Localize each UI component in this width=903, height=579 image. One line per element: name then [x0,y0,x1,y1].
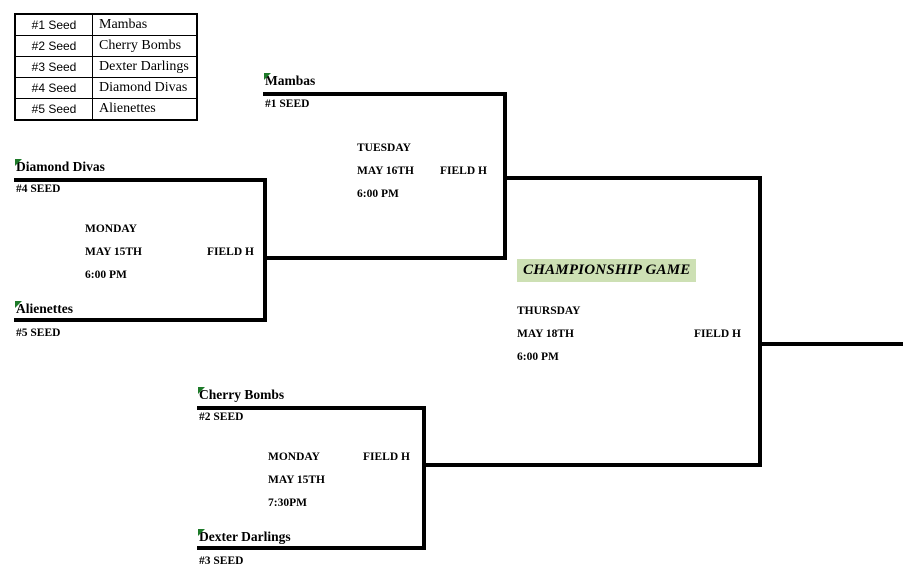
game1-date: MAY 15TH [85,246,142,258]
game2-time-row: 7:30PM [268,492,325,515]
game2-date-row: MAY 15TH [268,469,325,492]
game2-time: 7:30PM [268,497,307,509]
game3-time: 6:00 PM [357,188,399,200]
team-name: Dexter Darlings [199,529,291,544]
championship-day-row: THURSDAY [517,300,580,323]
game1-time: 6:00 PM [85,269,127,281]
bracket-line-game2-top [197,406,426,410]
game2-info: MONDAY MAY 15TH 7:30PM [268,446,325,515]
championship-time-row: 6:00 PM [517,346,580,369]
championship-info: THURSDAY MAY 18TH 6:00 PM [517,300,580,369]
slot-dexter-darlings: Dexter Darlings [198,529,291,545]
comment-tag-icon [198,387,205,394]
slot-mambas: Mambas [264,73,316,89]
game2-field: FIELD H [363,451,410,463]
seed-team-cell: Cherry Bombs [92,35,198,57]
team-name: Alienettes [16,301,73,316]
seed-label-diamond-divas: #4 SEED [16,183,61,195]
game3-date-row: MAY 16TH [357,160,414,183]
bracket-line-game3-top [263,92,507,96]
game2-day-row: MONDAY [268,446,325,469]
game1-info: MONDAY MAY 15TH 6:00 PM [85,218,142,287]
seed-team-cell: Dexter Darlings [92,56,198,78]
table-row: #2 Seed Cherry Bombs [14,35,198,57]
game3-day-row: TUESDAY [357,137,414,160]
game3-day: TUESDAY [357,142,411,154]
game1-time-row: 6:00 PM [85,264,142,287]
bracket-line-game1-right [263,178,267,322]
game1-field: FIELD H [207,246,254,258]
bracket-line-final-right [758,176,762,467]
seed-number-cell: #2 Seed [14,35,93,57]
game3-field: FIELD H [440,165,487,177]
game1-day: MONDAY [85,223,137,235]
team-name: Mambas [265,73,316,88]
seed-label-dexter-darlings: #3 SEED [199,555,244,567]
bracket-line-final-top [503,176,762,180]
championship-date-row: MAY 18TH [517,323,580,346]
seed-legend-table: #1 Seed Mambas #2 Seed Cherry Bombs #3 S… [14,13,198,121]
championship-banner: CHAMPIONSHIP GAME [517,259,697,282]
game2-day: MONDAY [268,451,320,463]
seed-label-mambas: #1 SEED [265,98,310,110]
game1-day-row: MONDAY [85,218,142,241]
comment-tag-icon [198,529,205,536]
seed-team-cell: Mambas [92,13,198,36]
team-name: Cherry Bombs [199,387,285,402]
comment-tag-icon [15,159,22,166]
seed-number-cell: #1 Seed [14,13,93,36]
bracket-line-game2-to-final [422,463,762,467]
championship-day: THURSDAY [517,305,581,317]
team-name: Diamond Divas [16,159,105,174]
comment-tag-icon [264,73,271,80]
bracket-line-champion-stem [758,342,903,346]
table-row: #4 Seed Diamond Divas [14,77,198,99]
seed-label-cherry-bombs: #2 SEED [199,411,244,423]
game3-time-row: 6:00 PM [357,183,414,206]
slot-cherry-bombs: Cherry Bombs [198,387,285,403]
bracket-line-game2-bottom [197,546,426,550]
comment-tag-icon [15,301,22,308]
seed-team-cell: Diamond Divas [92,77,198,99]
game3-info: TUESDAY MAY 16TH 6:00 PM [357,137,414,206]
championship-date: MAY 18TH [517,328,574,340]
bracket-line-game1-bottom [14,318,267,322]
championship-time: 6:00 PM [517,351,559,363]
seed-label-alienettes: #5 SEED [16,327,61,339]
championship-field: FIELD H [694,328,741,340]
game1-date-row: MAY 15TH [85,241,142,264]
bracket-line-game1-top [14,178,267,182]
seed-team-cell: Alienettes [92,98,198,121]
bracket-line-game1-to-game3 [263,256,507,260]
seed-number-cell: #4 Seed [14,77,93,99]
seed-number-cell: #5 Seed [14,98,93,121]
slot-diamond-divas: Diamond Divas [15,159,105,175]
seed-number-cell: #3 Seed [14,56,93,78]
table-row: #1 Seed Mambas [14,13,198,36]
bracket-line-game2-right [422,406,426,550]
slot-alienettes: Alienettes [15,301,73,317]
table-row: #5 Seed Alienettes [14,98,198,121]
table-row: #3 Seed Dexter Darlings [14,56,198,78]
game3-date: MAY 16TH [357,165,414,177]
game2-date: MAY 15TH [268,474,325,486]
